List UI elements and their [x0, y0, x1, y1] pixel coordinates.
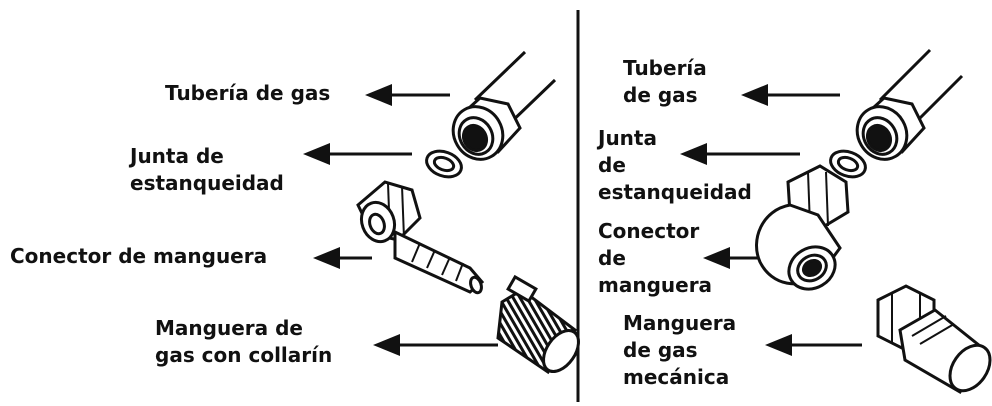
right-seal-illustration [829, 149, 867, 179]
right-arrow-hose [765, 334, 862, 356]
right-label-hose: Manguera de gas mecánica [623, 311, 737, 389]
left-hose-connector-illustration [356, 180, 485, 295]
left-hose-illustration [496, 274, 580, 375]
left-arrow-seal [303, 143, 412, 165]
right-hose-connector-illustration [755, 164, 850, 291]
right-label-hose-connector: Conector de manguera [598, 219, 713, 297]
right-label-gas-pipe: Tubería de gas [623, 56, 707, 107]
left-label-hose: Manguera de gas con collarín [155, 316, 333, 367]
left-label-gas-pipe: Tubería de gas [165, 81, 331, 105]
left-label-seal: Junta de estanqueidad [130, 144, 284, 195]
left-label-hose-connector: Conector de manguera [10, 244, 268, 268]
left-arrow-gas-pipe [365, 84, 450, 106]
left-arrow-hose-connector [313, 247, 372, 269]
right-arrow-gas-pipe [741, 84, 840, 106]
right-hose-illustration [876, 284, 992, 395]
right-arrow-hose-connector [703, 247, 760, 269]
left-gas-pipe-illustration [451, 50, 557, 161]
left-arrow-hose [373, 334, 498, 356]
right-arrow-seal [680, 143, 800, 165]
right-gas-pipe-illustration [855, 48, 964, 161]
left-seal-illustration [425, 149, 463, 179]
right-label-seal: Junta de estanqueidad [598, 126, 752, 204]
